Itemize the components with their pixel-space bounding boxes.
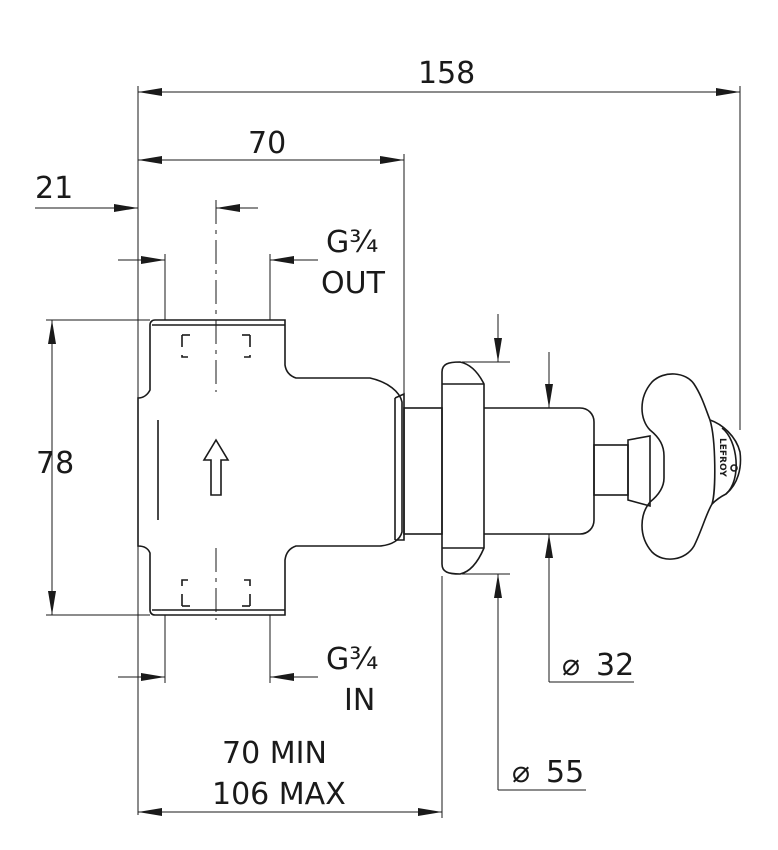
flow-direction-arrow-icon xyxy=(202,438,230,496)
spindle-housing xyxy=(484,407,651,535)
flange-diameter-value: 55 xyxy=(546,755,584,790)
body-length-value: 70 xyxy=(248,126,286,161)
body-height-value: 78 xyxy=(36,446,74,481)
handle-brand-text: LEFROY xyxy=(717,438,727,477)
wall-flange xyxy=(403,361,485,575)
dimension-wall-depth: 70 MIN 106 MAX xyxy=(138,576,443,818)
dimension-flange-diameter: ⌀ 55 xyxy=(462,314,586,791)
spindle-diameter-symbol: ⌀ xyxy=(562,648,580,683)
valve-body xyxy=(137,319,405,616)
inlet-thread-size: G¾ xyxy=(326,642,378,677)
dimension-inlet-offset: 21 xyxy=(35,171,258,212)
outlet-thread-hidden-lines xyxy=(181,334,251,358)
inlet-offset-value: 21 xyxy=(35,171,73,206)
dimension-spindle-diameter: ⌀ 32 xyxy=(545,352,634,683)
outlet-label: OUT xyxy=(321,266,386,301)
wall-depth-max: 106 MAX xyxy=(212,777,346,812)
inlet-thread-hidden-lines xyxy=(181,579,251,607)
dimension-outlet-thread: G¾ OUT xyxy=(118,225,386,320)
flange-diameter-symbol: ⌀ xyxy=(512,755,530,790)
cross-handle: LEFROY xyxy=(641,373,742,560)
dimension-inlet-thread: G¾ IN xyxy=(118,615,378,718)
spindle-diameter-value: 32 xyxy=(596,648,634,683)
overall-length-value: 158 xyxy=(418,56,475,91)
outlet-thread-size: G¾ xyxy=(326,225,378,260)
dimension-body-length: 70 xyxy=(138,126,405,396)
inlet-label: IN xyxy=(344,683,375,718)
dimension-body-height: 78 xyxy=(36,319,150,616)
wall-depth-min: 70 MIN xyxy=(222,736,327,771)
